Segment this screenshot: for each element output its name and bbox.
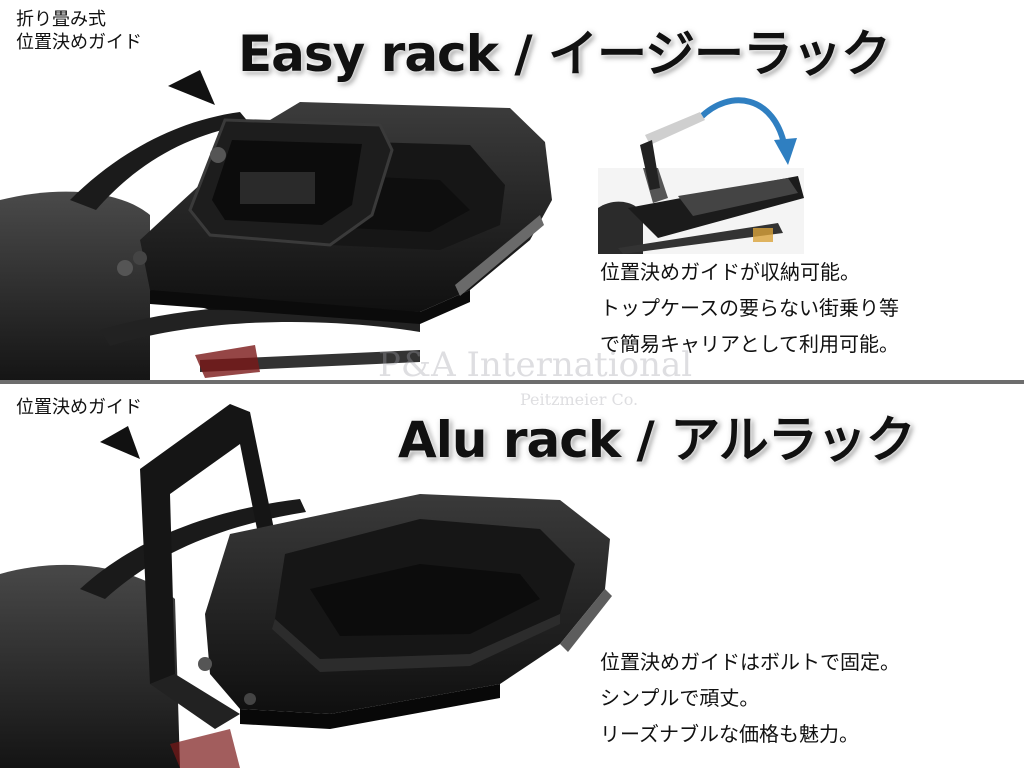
alu-rack-desc-line3: リーズナブルな価格も魅力。 <box>600 722 859 746</box>
folding-guide-label: 折り畳み式 位置決めガイド <box>16 8 142 54</box>
easy-rack-desc-line3: で簡易キャリアとして利用可能。 <box>600 332 899 356</box>
alu-rack-description: 位置決めガイドはボルトで固定。 シンプルで頑丈。 リーズナブルな価格も魅力。 <box>600 644 900 752</box>
watermark-line2: Peitzmeier Co. <box>520 390 639 409</box>
alu-rack-photo <box>0 404 612 768</box>
alu-rack-desc-line2: シンプルで頑丈。 <box>600 686 760 710</box>
easy-rack-description: 位置決めガイドが収納可能。 トップケースの要らない街乗り等 で簡易キャリアとして… <box>600 254 899 362</box>
folding-demo-inset <box>598 168 804 254</box>
alu-rack-title: Alu rack / アルラック <box>398 411 916 469</box>
easy-rack-desc-line1: 位置決めガイドが収納可能。 <box>600 260 860 284</box>
easy-rack-title: Easy rack / イージーラック <box>238 25 891 83</box>
easy-rack-panel: P&A International Easy rack / イージーラック 折り… <box>0 0 1024 380</box>
panel-divider <box>0 380 1024 384</box>
fixed-guide-label: 位置決めガイド <box>16 397 142 418</box>
folding-demo-photo <box>598 168 804 254</box>
folding-guide-label-line2: 位置決めガイド <box>16 32 142 53</box>
folding-guide-label-line1: 折り畳み式 <box>16 9 106 30</box>
watermark-line1: P&A International <box>378 345 693 380</box>
easy-rack-photo <box>0 102 552 380</box>
alu-rack-desc-line1: 位置決めガイドはボルトで固定。 <box>600 650 900 674</box>
alu-rack-panel: Peitzmeier Co. Alu rack / アルラック 位置決めガイド … <box>0 384 1024 768</box>
easy-rack-desc-line2: トップケースの要らない街乗り等 <box>600 296 899 320</box>
